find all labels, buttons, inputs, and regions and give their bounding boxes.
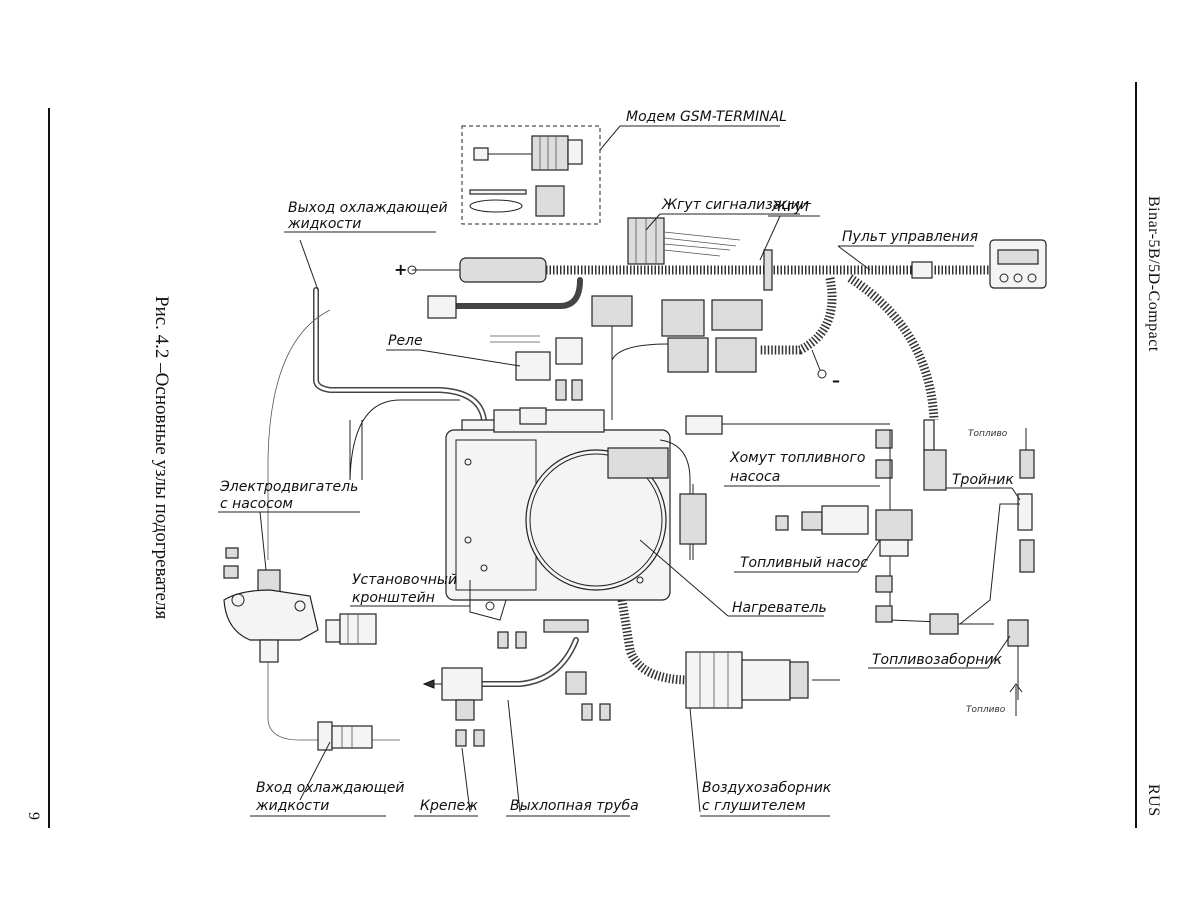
left-border-rule <box>48 108 50 828</box>
exhaust-pipe-drawing <box>422 619 611 747</box>
label-alarm-harness: Жгут сигнализации <box>661 197 809 213</box>
label-motor-1: Электродвигатель <box>219 479 358 495</box>
label-coolant-in-2: жидкости <box>255 798 329 814</box>
label-bracket-2: кронштейн <box>352 590 435 606</box>
air-intake-drawing <box>617 599 840 709</box>
motor-pump-drawing <box>223 547 377 663</box>
label-harness: Жгут <box>771 199 812 215</box>
connector-block-drawing <box>611 299 827 379</box>
label-fasteners: Крепеж <box>420 798 478 814</box>
coolant-inlet-drawing <box>317 721 373 751</box>
gsm-modem-drawing <box>461 125 601 225</box>
label-bracket-1: Установочный <box>352 572 457 588</box>
label-fuel-bottom: Топливо <box>966 705 1006 715</box>
label-heater: Нагреватель <box>732 600 827 616</box>
label-tee: Тройник <box>952 472 1014 488</box>
relay-drawing <box>490 295 633 420</box>
label-coolant-out-1: Выход охлаждающей <box>288 200 448 216</box>
label-exhaust: Выхлопная труба <box>510 798 639 814</box>
label-relay: Реле <box>388 333 423 349</box>
label-modem: Модем GSM-TERMINAL <box>626 109 787 125</box>
right-border-rule <box>1135 82 1137 828</box>
label-pump-clamp-1: Хомут топливного <box>729 450 865 466</box>
main-harness-drawing <box>407 239 1047 421</box>
alarm-harness-drawing <box>627 217 741 265</box>
label-motor-2: с насосом <box>220 496 293 512</box>
label-air-intake-1: Воздухозаборник <box>702 780 832 796</box>
fuel-system-drawing <box>685 415 1035 716</box>
label-coolant-out-2: жидкости <box>287 216 361 232</box>
label-fuel-pump: Топливный насос <box>740 555 868 571</box>
label-coolant-in-1: Вход охлаждающей <box>256 780 405 796</box>
label-control-panel: Пульт управления <box>842 229 978 245</box>
heater-body-drawing <box>445 407 707 621</box>
label-fuel-top: Топливо <box>968 429 1008 439</box>
leader-lines <box>218 125 1021 817</box>
label-minus: – <box>832 371 840 390</box>
label-pump-clamp-2: насоса <box>730 469 780 485</box>
label-plus: + <box>394 260 407 279</box>
label-fuel-intake: Топливозаборник <box>872 652 1002 668</box>
label-air-intake-2: с глушителем <box>702 798 806 814</box>
